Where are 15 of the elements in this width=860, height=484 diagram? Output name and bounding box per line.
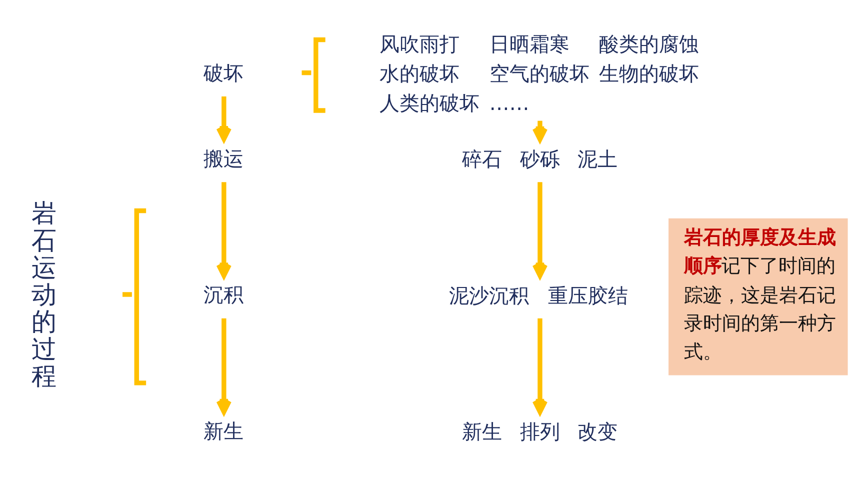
arrow bbox=[216, 96, 232, 142]
node-text: 搬运 bbox=[203, 146, 244, 170]
node-text: 风吹雨打 日晒霜寒 酸类的腐蚀 水的破坏 空气的破坏 生物的破坏 人类的破坏 …… bbox=[380, 32, 699, 116]
node-text: 沉积 bbox=[203, 282, 244, 307]
arrow bbox=[532, 318, 548, 414]
node-text: 泥沙沉积 重压胶结 bbox=[449, 283, 628, 308]
arrow bbox=[532, 182, 548, 278]
node-box: 岩石的厚度及生成顺序记下了时间的踪迹，这是岩石记录时间的第一种方式。 bbox=[668, 218, 848, 376]
node-text: 碎石 砂砾 泥土 bbox=[462, 147, 618, 172]
arrow bbox=[216, 318, 232, 414]
node-text: 破坏 bbox=[203, 60, 244, 85]
node-text: 新生 bbox=[203, 418, 244, 443]
label: 岩石运动的过程 bbox=[32, 198, 57, 390]
arrow bbox=[216, 182, 232, 278]
node-text: 新生 排列 改变 bbox=[462, 419, 618, 444]
